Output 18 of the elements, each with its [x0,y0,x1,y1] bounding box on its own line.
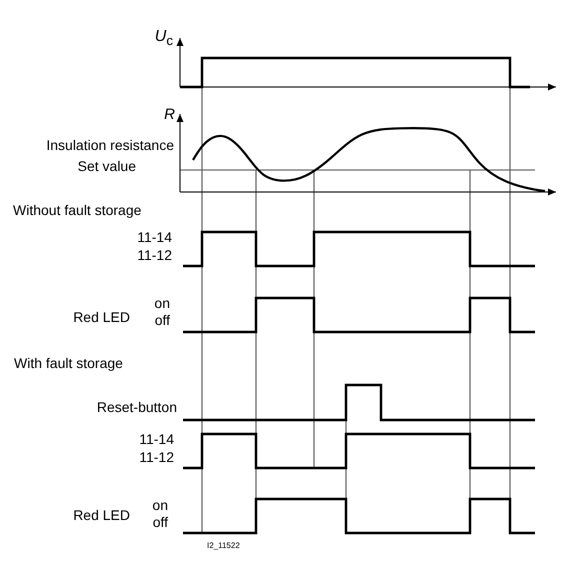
state-label: 11-14 [139,431,174,447]
axis-label: R [164,106,175,123]
curve-label: Insulation resistance [46,137,174,153]
state-label: on [152,497,168,513]
state-label: 11-14 [137,229,172,245]
signal-label: Red LED [73,309,130,325]
signal-label: Reset-button [96,399,177,415]
section-heading: With fault storage [14,355,123,371]
threshold-label: Set value [78,158,136,174]
axis-label: U$_{c}$ [154,28,173,50]
state-label: on [154,295,170,311]
drawing-number: I2_11522 [207,541,240,551]
state-label: 11-12 [137,247,172,263]
section-heading: Without fault storage [13,202,142,218]
state-label: off [152,514,168,530]
state-label: 11-12 [139,449,174,465]
state-label: off [154,312,170,328]
signal-label: Red LED [73,507,130,523]
